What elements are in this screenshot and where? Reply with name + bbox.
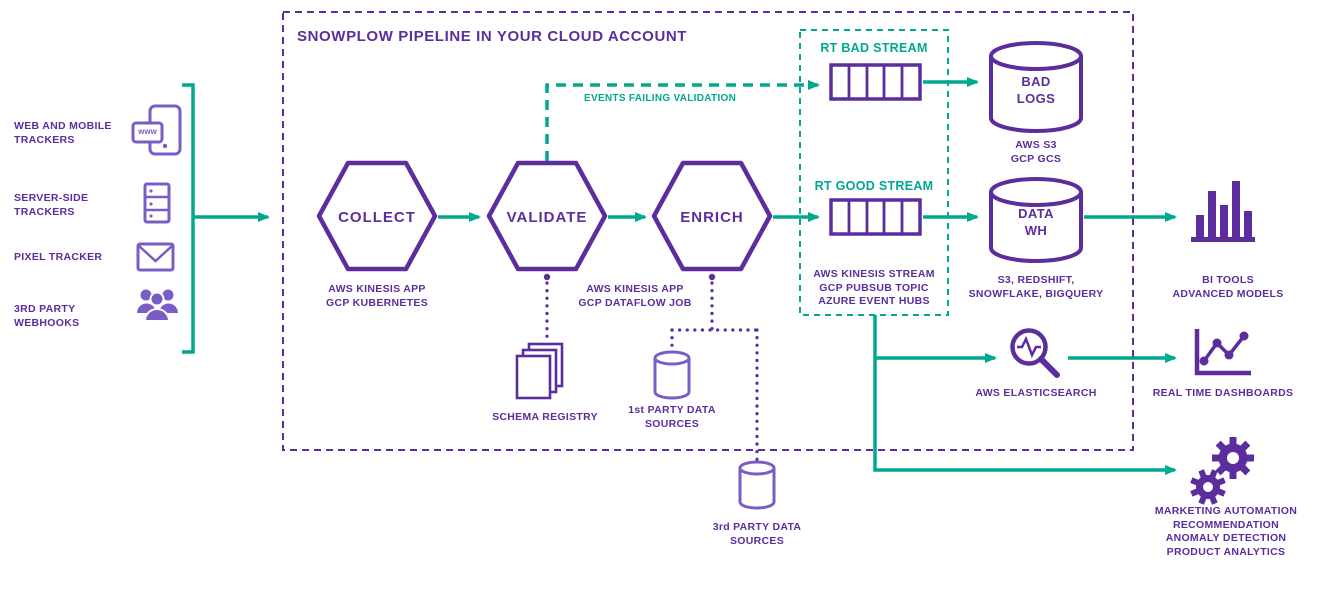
- schema-registry-label: SCHEMA REGISTRY: [492, 411, 598, 423]
- elasticsearch-label: AWS ELASTICSEARCH: [975, 387, 1097, 399]
- pipeline-boundary-box: [282, 11, 1134, 451]
- dot-validate: [543, 273, 551, 281]
- third-party-data-label: 3rd PARTY DATA SOURCES: [712, 521, 802, 547]
- www-badge-label: www: [138, 127, 157, 136]
- enrich-hexagon: [651, 160, 773, 272]
- applications-label: MARKETING AUTOMATION RECOMMENDATION ANOM…: [1154, 505, 1298, 558]
- validate-hexagon: [486, 160, 608, 272]
- validate-stage-label: VALIDATE: [506, 209, 588, 226]
- first-party-data-cylinder-icon: [653, 350, 691, 400]
- dot-enrich: [708, 273, 716, 281]
- collect-stage-label: COLLECT: [338, 209, 416, 226]
- bi-tools-label: BI TOOLS ADVANCED MODELS: [1172, 274, 1284, 300]
- schema-registry-icon: [515, 342, 564, 400]
- dashboards-label: REAL TIME DASHBOARDS: [1152, 387, 1294, 399]
- events-failing-validation-label: EVENTS FAILING VALIDATION: [584, 93, 737, 104]
- first-party-data-label: 1st PARTY DATA SOURCES: [628, 404, 716, 430]
- stream-tech-label: AWS KINESIS STREAM GCP PUBSUB TOPIC AZUR…: [813, 268, 935, 308]
- sources-bracket: [182, 83, 195, 354]
- elasticsearch-magnifier-icon: [1010, 328, 1060, 378]
- mobile-tracker-icon: [131, 104, 182, 156]
- enrich-stage-label: ENRICH: [680, 209, 744, 226]
- data-warehouse-cylinder-icon: [989, 177, 1083, 263]
- rt-bad-stream-label: RT BAD STREAM: [820, 41, 928, 55]
- collect-hexagon: [316, 160, 438, 272]
- envelope-icon: [136, 242, 175, 272]
- data-warehouse-tech-label: S3, REDSHIFT, SNOWFLAKE, BIGQUERY: [968, 274, 1104, 300]
- bad-logs-label: BAD LOGS: [1016, 74, 1056, 106]
- third-party-data-cylinder-icon: [738, 460, 776, 510]
- gears-icon: [1190, 437, 1254, 505]
- bi-tools-bar-chart-icon: [1191, 181, 1255, 242]
- bad-stream-queue-icon: [829, 63, 922, 101]
- server-icon: [143, 182, 171, 224]
- bad-logs-cylinder-icon: [989, 41, 1083, 133]
- source-label-third-party-webhooks: 3RD PARTY WEBHOOKS: [14, 303, 80, 329]
- rt-good-stream-label: RT GOOD STREAM: [814, 179, 934, 193]
- collect-tech-label: AWS KINESIS APP GCP KUBERNETES: [325, 283, 429, 309]
- source-label-web-mobile-trackers: WEB AND MOBILE TRACKERS: [14, 120, 112, 146]
- source-label-pixel-tracker: PIXEL TRACKER: [14, 251, 103, 263]
- webhooks-people-icon: [137, 289, 178, 322]
- validate-tech-label: AWS KINESIS APP GCP DATAFLOW JOB: [578, 283, 692, 309]
- good-stream-queue-icon: [829, 198, 922, 236]
- dashboards-line-chart-icon: [1194, 329, 1251, 376]
- data-warehouse-label: DATA WH: [1018, 206, 1054, 238]
- arrow-failed-events: [545, 80, 820, 161]
- arrow-stream-to-applications: [873, 315, 1177, 475]
- pipeline-title: SNOWPLOW PIPELINE IN YOUR CLOUD ACCOUNT: [297, 28, 688, 45]
- source-label-server-side-trackers: SERVER-SIDE TRACKERS: [14, 192, 89, 218]
- bad-logs-tech-label: AWS S3 GCP GCS: [1010, 139, 1062, 165]
